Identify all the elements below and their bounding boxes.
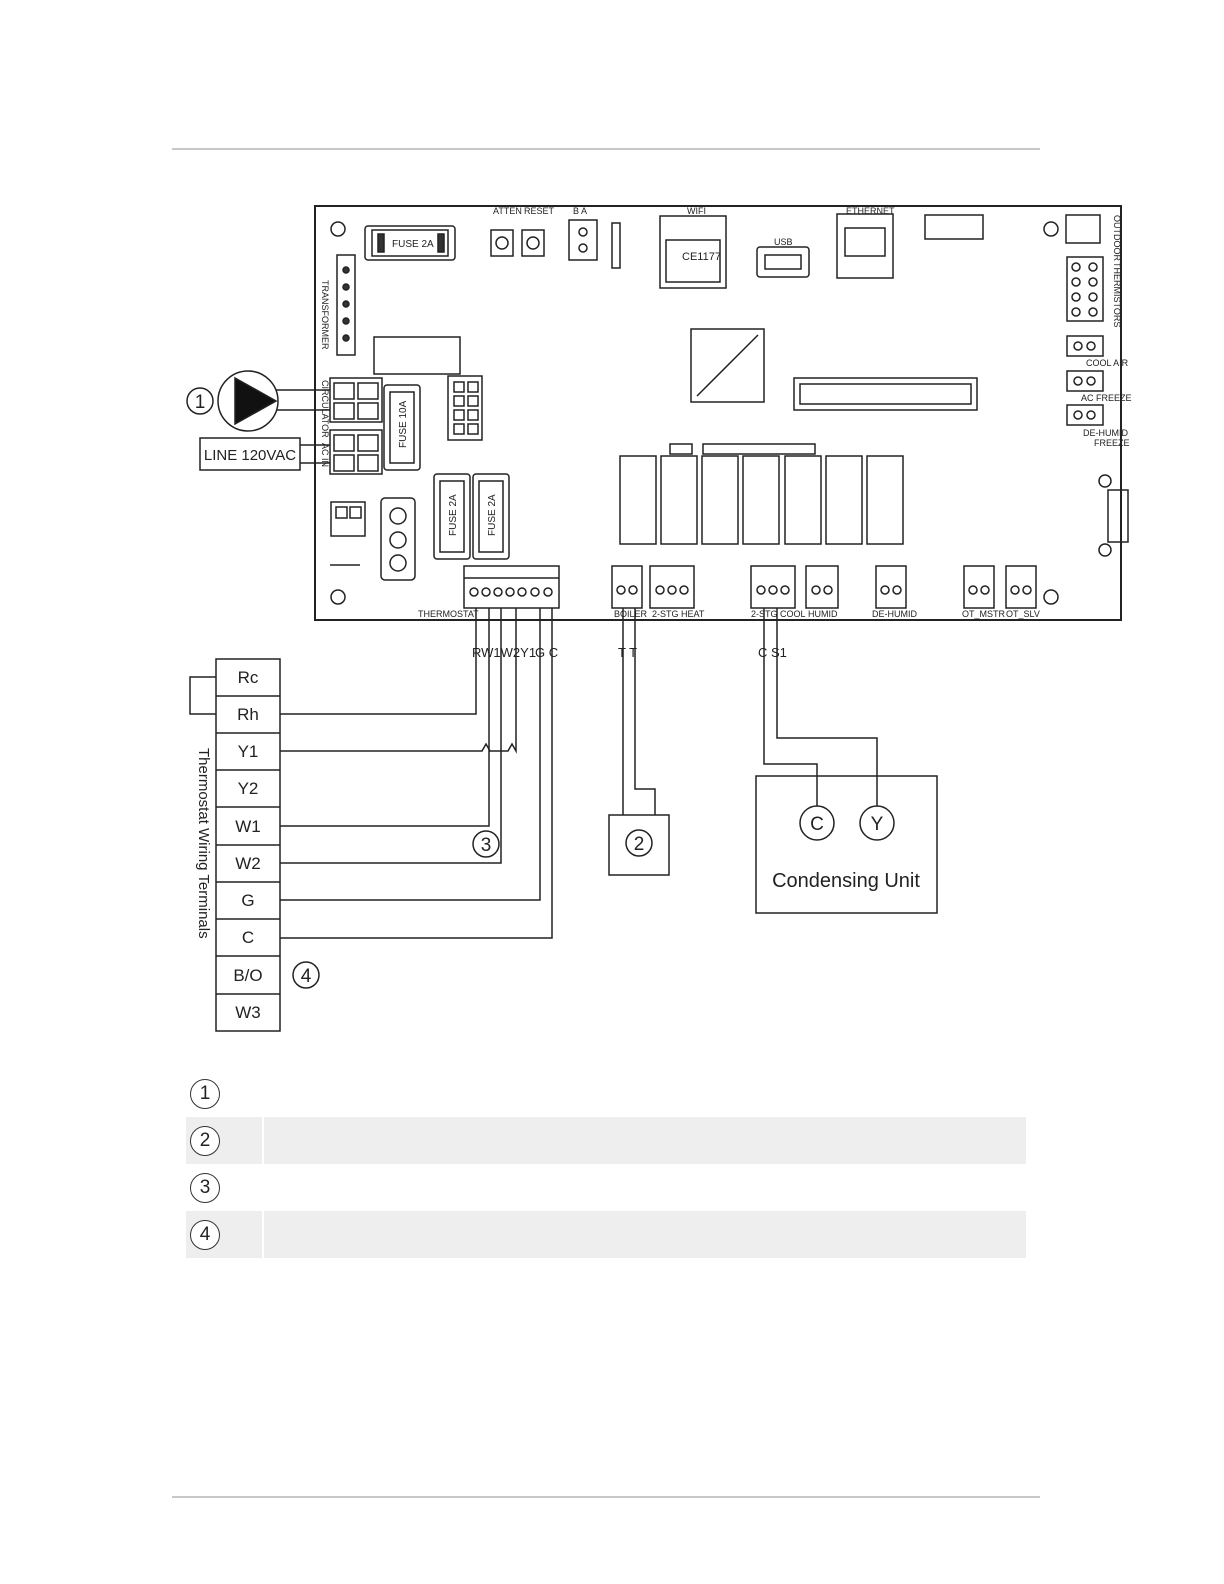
legend-callout-3: 3 bbox=[190, 1172, 220, 1203]
callout-4-number: 4 bbox=[301, 966, 312, 987]
fuse-top-label: FUSE 2A bbox=[392, 239, 434, 250]
usb-label: USB bbox=[774, 237, 793, 247]
reset-label: RESET bbox=[524, 206, 555, 216]
legend-number-cell: 2 bbox=[186, 1117, 264, 1164]
terminal-block-side-label: Thermostat Wiring Terminals bbox=[195, 748, 212, 939]
boiler-pin-labels: T T bbox=[618, 645, 637, 660]
condensing-terminal-y bbox=[859, 805, 895, 841]
terminal-rc: Rc bbox=[238, 668, 259, 687]
header-rule bbox=[172, 148, 1040, 150]
legend-callout-1: 1 bbox=[190, 1078, 220, 1109]
terminal-c: C bbox=[242, 928, 254, 947]
terminal-b-o: B/O bbox=[233, 966, 262, 985]
thermostat-label: THERMOSTAT bbox=[418, 609, 479, 619]
terminal-rh: Rh bbox=[237, 705, 259, 724]
terminal-w1: W1 bbox=[235, 817, 261, 836]
callout-4 bbox=[292, 961, 320, 989]
callout-1-number: 1 bbox=[195, 392, 206, 413]
circulator-label: CIRCULATOR bbox=[320, 380, 330, 438]
fuse-2a-right-label: FUSE 2A bbox=[487, 494, 498, 536]
2-stg-heat-label: 2-STG HEAT bbox=[652, 609, 705, 619]
boiler-label: BOILER bbox=[614, 609, 648, 619]
legend-number-cell: 4 bbox=[186, 1211, 264, 1258]
condensing-terminal-c-label: C bbox=[810, 814, 824, 835]
condensing-terminal-y-label: Y bbox=[871, 814, 884, 835]
callout-2-number: 2 bbox=[634, 834, 645, 855]
terminal-y2: Y2 bbox=[238, 779, 259, 798]
legend-row: 4 bbox=[186, 1211, 1026, 1258]
ot-slv-label: OT_SLV bbox=[1006, 609, 1040, 619]
legend-row: 1 bbox=[186, 1070, 1026, 1117]
legend-number-cell: 1 bbox=[186, 1070, 264, 1117]
footer-rule bbox=[172, 1496, 1040, 1498]
ac-freeze-label: AC FREEZE bbox=[1081, 393, 1132, 403]
legend-row: 3 bbox=[186, 1164, 1026, 1211]
callout-3 bbox=[472, 830, 500, 858]
cool-pin-labels: C S1 bbox=[758, 645, 787, 660]
thermostat-pin-labels: RW1W2Y1 bbox=[472, 645, 536, 660]
pump-icon bbox=[234, 376, 278, 426]
2-stg-cool-label: 2-STG COOL bbox=[751, 609, 806, 619]
legend-number-cell: 3 bbox=[186, 1164, 264, 1211]
ac-in-label: AC IN bbox=[320, 443, 330, 467]
legend-callout-2: 2 bbox=[190, 1125, 220, 1156]
thermistors-label: THERMISTORS bbox=[1112, 262, 1122, 327]
callout-1 bbox=[186, 387, 214, 415]
thermostat-pin-labels-gc: G C bbox=[535, 645, 558, 660]
terminal-y1: Y1 bbox=[238, 742, 259, 761]
terminal-w3: W3 bbox=[235, 1003, 261, 1022]
de-humid-label: DE-HUMID bbox=[872, 609, 917, 619]
control-board bbox=[314, 205, 1122, 621]
fuse-10a-label: FUSE 10A bbox=[398, 400, 409, 448]
legend-callout-4: 4 bbox=[190, 1219, 220, 1250]
condensing-terminal-c bbox=[799, 805, 835, 841]
ot-mstr-label: OT_MSTR bbox=[962, 609, 1006, 619]
legend-row: 2 bbox=[186, 1117, 1026, 1164]
transformer-label: TRANSFORMER bbox=[320, 280, 330, 350]
humid-label: HUMID bbox=[808, 609, 838, 619]
terminal-w2: W2 bbox=[235, 854, 261, 873]
line-voltage-box bbox=[199, 437, 301, 471]
dehumid-freeze-label-1: DE-HUMID bbox=[1083, 428, 1128, 438]
terminal-g: G bbox=[241, 891, 254, 910]
dehumid-freeze-label-2: FREEZE bbox=[1094, 438, 1130, 448]
b-a-label: B A bbox=[573, 206, 587, 216]
callout-2 bbox=[625, 829, 653, 857]
line-voltage-label: LINE 120VAC bbox=[204, 447, 296, 464]
callout-legend-table: 1 2 3 4 bbox=[186, 1070, 1026, 1258]
outdoor-label: OUTDOOR bbox=[1112, 215, 1122, 261]
condensing-unit-box bbox=[755, 775, 938, 914]
cool-air-label: COOL AIR bbox=[1086, 358, 1129, 368]
callout-3-number: 3 bbox=[481, 835, 492, 856]
wifi-label: WIFI bbox=[687, 206, 706, 216]
thermostat-wires bbox=[280, 608, 553, 939]
condensing-unit-label: Condensing Unit bbox=[772, 870, 920, 892]
fuse-2a-left-label: FUSE 2A bbox=[448, 494, 459, 536]
ethernet-label: ETHERNET bbox=[846, 206, 895, 216]
atten-label: ATTEN bbox=[493, 206, 522, 216]
ce-mark: CE1177 bbox=[682, 251, 721, 263]
